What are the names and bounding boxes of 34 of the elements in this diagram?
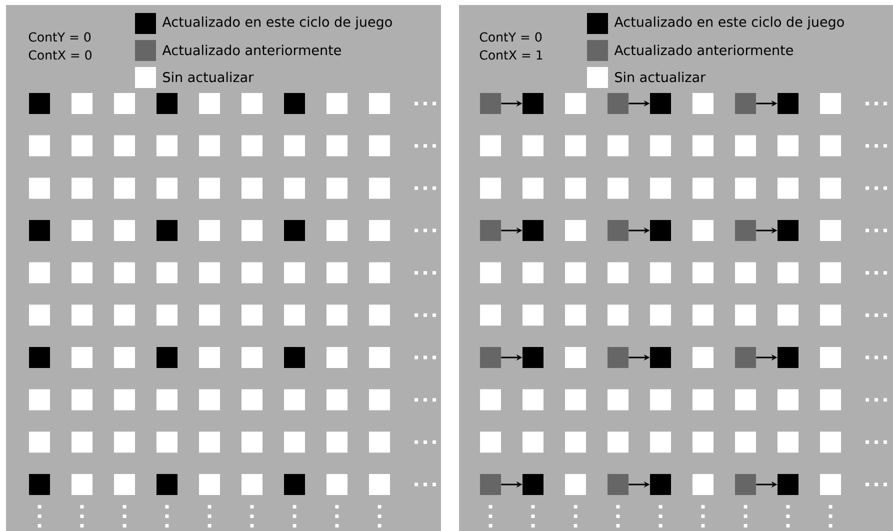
grid-square <box>480 474 501 495</box>
grid-square <box>608 474 628 495</box>
grid-square <box>778 220 798 241</box>
grid-square <box>608 347 628 368</box>
grid-square <box>480 347 501 368</box>
grid-square <box>778 347 798 368</box>
grid-square <box>735 474 756 495</box>
grid-square <box>650 220 671 241</box>
grid-square <box>650 347 671 368</box>
grid-square <box>608 220 628 241</box>
grid-square <box>735 347 756 368</box>
grid-square <box>608 93 628 114</box>
grid-square <box>522 474 544 495</box>
grid-square <box>650 93 671 114</box>
grid-square <box>522 220 544 241</box>
legend-text: Actualizado en este ciclo de juego <box>614 16 844 30</box>
counter-label: ContY = 0 <box>480 32 542 42</box>
legend-text: Actualizado anteriormente <box>614 44 793 56</box>
legend-text: Actualizado anteriormente <box>162 44 341 56</box>
grid-square <box>480 220 501 241</box>
legend-text: Sin actualizar <box>615 72 706 82</box>
grid-square <box>778 93 798 114</box>
grid-square <box>522 93 544 114</box>
grid-square <box>735 93 756 114</box>
grid-square <box>650 474 671 495</box>
legend-text: Sin actualizar <box>163 72 254 82</box>
grid-square <box>735 220 756 241</box>
counter-label: ContY = 0 <box>28 32 91 42</box>
grid-square <box>480 93 501 114</box>
counter-label: ContX = 1 <box>480 50 542 60</box>
grid-square <box>778 474 798 495</box>
counter-label: ContX = 0 <box>28 50 92 60</box>
legend-text: Actualizado en este ciclo de juego <box>162 16 392 30</box>
grid-square <box>522 347 544 368</box>
